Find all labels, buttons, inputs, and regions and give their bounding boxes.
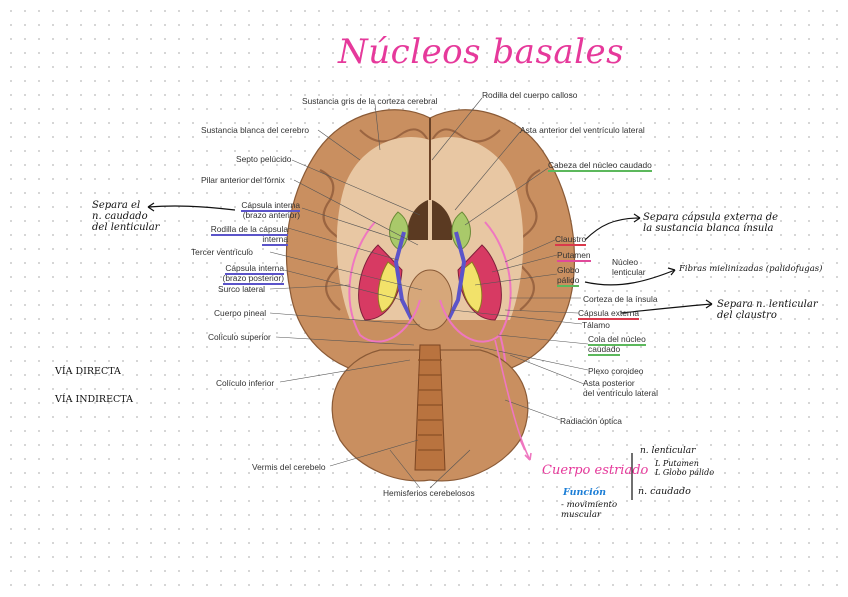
label-nucleo-lenticular-2: lenticular — [612, 267, 646, 277]
label-nucleo-lenticular: Núcleo lenticular — [612, 257, 646, 277]
note-separa-caudado: Separa el n. caudado del lenticular — [92, 200, 159, 233]
label-cuerpo-pineal: Cuerpo pineal — [214, 308, 266, 318]
label-rodilla-capsula: Rodilla de la cápsula interna — [200, 224, 288, 244]
note-separa-2: n. caudado — [92, 211, 148, 222]
label-asta-posterior-1: Asta posterior — [583, 378, 635, 388]
label-vermis: Vermis del cerebelo — [252, 462, 326, 472]
label-capsula-anterior: Cápsula interna (brazo anterior) — [236, 200, 300, 220]
note-n-caudado: n. caudado — [638, 486, 691, 497]
note-mov-1: - movimiento — [561, 500, 617, 510]
note-lent-1: Separa n. lenticular — [717, 299, 818, 310]
label-coliculo-superior: Colículo superior — [208, 332, 271, 342]
label-rodilla-calloso: Rodilla del cuerpo calloso — [482, 90, 577, 100]
label-globo-palido: Globo pálido — [557, 265, 579, 285]
label-plexo: Plexo coroideo — [588, 366, 643, 376]
note-n-lenticular: n. lenticular — [640, 446, 695, 457]
label-rodilla-capsula-2: interna — [262, 234, 288, 246]
note-lenticular-parts: L Putamen L Globo pálido — [655, 459, 714, 477]
vermis-shape — [415, 345, 445, 470]
label-capsula-posterior: Cápsula interna (brazo posterior) — [206, 263, 284, 283]
note-movimiento: - movimiento muscular — [561, 500, 617, 520]
note-lent-2: del claustro — [717, 310, 777, 321]
label-sustancia-blanca: Sustancia blanca del cerebro — [201, 125, 309, 135]
label-cola-caudado-2: caudado — [588, 344, 620, 356]
note-claustro: Separa cápsula externa de la sustancia b… — [643, 212, 778, 234]
note-via-indirecta: VÍA INDIRECTA — [55, 394, 133, 405]
label-claustro: Claustro — [555, 234, 586, 246]
label-cola-caudado: Cola del núcleo caudado — [588, 334, 646, 354]
label-coliculo-inferior: Colículo inferior — [216, 378, 274, 388]
label-talamo: Tálamo — [582, 320, 610, 330]
label-sustancia-gris: Sustancia gris de la corteza cerebral — [302, 96, 437, 106]
label-radiacion: Radiación óptica — [560, 416, 622, 426]
note-separa-lenticular: Separa n. lenticular del claustro — [717, 299, 818, 321]
note-claustro-2: la sustancia blanca ínsula — [643, 223, 774, 234]
note-funcion: Función — [563, 487, 606, 498]
label-capsula-anterior-2: (brazo anterior) — [243, 210, 300, 220]
label-tercer-ventriculo: Tercer ventrículo — [191, 247, 253, 257]
thalamus — [408, 270, 452, 330]
label-asta-posterior: Asta posterior del ventrículo lateral — [583, 378, 658, 398]
label-surco-lateral: Surco lateral — [218, 284, 265, 294]
label-capsula-externa: Cápsula externa — [578, 308, 639, 320]
label-hemisferios: Hemisferios cerebelosos — [383, 488, 475, 498]
label-nucleo-lenticular-1: Núcleo — [612, 257, 638, 267]
label-putamen: Putamen — [557, 250, 591, 262]
note-mov-2: muscular — [561, 510, 601, 520]
label-septo: Septo pelúcido — [236, 154, 291, 164]
label-asta-posterior-2: del ventrículo lateral — [583, 388, 658, 398]
note-putamen: L Putamen — [655, 459, 699, 468]
note-fibras: Fibras mielinizadas (palidofugas) — [679, 264, 822, 275]
note-separa-3: del lenticular — [92, 222, 159, 233]
label-cabeza-caudado: Cabeza del núcleo caudado — [548, 160, 652, 172]
label-asta-anterior: Asta anterior del ventrículo lateral — [520, 125, 645, 135]
note-separa-1: Separa el — [92, 200, 140, 211]
label-corteza-insula: Corteza de la ínsula — [583, 294, 658, 304]
note-via-directa: VÍA DIRECTA — [55, 366, 121, 377]
label-globo-1: Globo — [557, 265, 579, 275]
note-claustro-1: Separa cápsula externa de — [643, 212, 778, 223]
note-cuerpo-estriado: Cuerpo estriado — [542, 465, 648, 476]
label-pilar-fornix: Pilar anterior del fórnix — [201, 175, 285, 185]
label-globo-2: pálido — [557, 275, 579, 287]
note-globo: L Globo pálido — [655, 468, 714, 477]
